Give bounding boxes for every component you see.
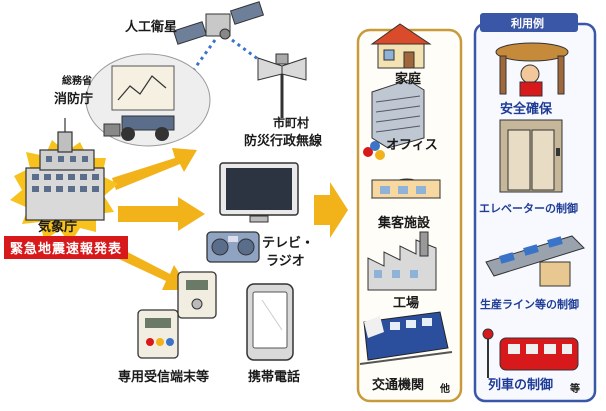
arrow-upper — [112, 148, 197, 190]
radio-icon — [206, 231, 260, 263]
place-facility: 集客施設 — [378, 216, 431, 231]
usage-production-line: 生産ライン等の制御 — [480, 298, 579, 311]
house-icon — [370, 23, 432, 69]
production-line-icon — [485, 235, 585, 287]
factory-icon — [367, 231, 437, 291]
arrows — [108, 148, 348, 290]
usage-train: 列車の制御 — [488, 378, 554, 393]
terminal-icons — [137, 271, 217, 359]
signal-train-icon — [482, 328, 579, 378]
agency-building-icon — [25, 118, 105, 221]
tv-radio-label-2: ラジオ — [266, 254, 305, 269]
tv-icon — [219, 162, 299, 223]
fire-agency-label: 消防庁 — [54, 92, 94, 107]
place-office: オフィス — [386, 138, 438, 153]
agency-small-label: 総務省 — [62, 76, 92, 87]
satellite-label: 人工衛星 — [125, 20, 178, 35]
usage-header: 利用例 — [511, 17, 544, 30]
place-factory: 工場 — [393, 296, 420, 311]
dedicated-terminal-label: 専用受信端末等 — [118, 370, 210, 385]
arrow-to-places — [314, 182, 348, 238]
satellite-icon — [172, 1, 265, 45]
municipal-label-1: 市町村 — [273, 116, 310, 130]
emergency-alert-banner: 緊急地震速報発表 — [4, 236, 129, 259]
meteorological-agency-label: 気象庁 — [38, 220, 78, 235]
place-transport: 交通機関 — [372, 378, 425, 393]
table-shelter-icon — [495, 42, 569, 97]
usage-safety: 安全確保 — [500, 102, 553, 117]
fire-agency-room-icon — [85, 53, 211, 147]
mall-building-icon — [370, 178, 442, 199]
usage-header-bg — [480, 13, 578, 32]
balloon-icons — [363, 141, 385, 160]
usage-elevator: エレベーターの制御 — [479, 202, 578, 215]
elevator-icon — [499, 119, 563, 193]
usage-etc: 等 — [570, 384, 580, 395]
tv-radio-label-1: テレビ・ — [262, 236, 315, 251]
place-home: 家庭 — [395, 72, 422, 87]
arrow-middle — [118, 197, 205, 231]
places-etc: 他 — [440, 384, 450, 395]
office-building-icon — [371, 79, 425, 149]
loudspeaker-tower-icon — [257, 53, 307, 118]
mobile-phone-label: 携帯電話 — [248, 370, 301, 385]
phone-icon — [246, 283, 294, 361]
arrow-lower — [108, 244, 190, 290]
train-icon — [359, 311, 453, 365]
municipal-label-2: 防災行政無線 — [244, 134, 323, 149]
